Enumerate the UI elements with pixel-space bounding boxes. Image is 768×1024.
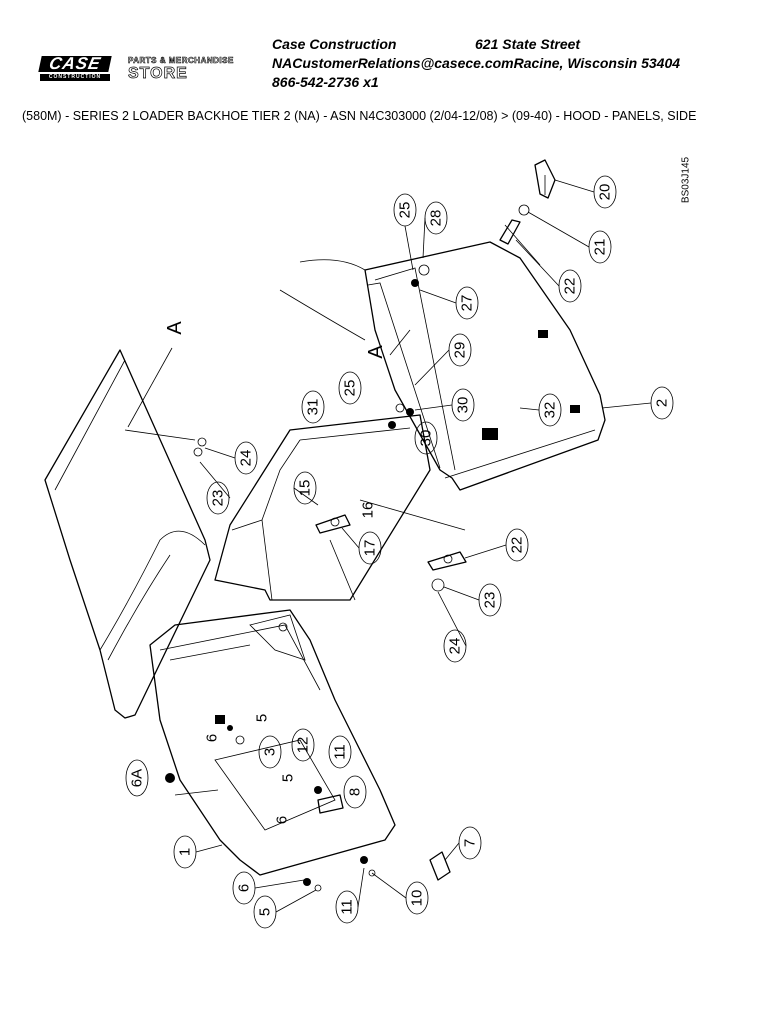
svg-text:1: 1 [177,848,194,856]
svg-text:28: 28 [428,210,445,227]
callout-32: 32 [538,393,562,427]
callout-31: 31 [301,390,325,424]
svg-text:24: 24 [238,450,255,467]
callout-2: 2 [650,386,674,420]
store-logo-line2: STORE [128,65,188,82]
hardware-items [165,159,556,892]
svg-text:6: 6 [236,884,253,892]
svg-text:32: 32 [542,402,559,419]
company-name: Case Construction [272,36,397,52]
callout-6-bottom: 6 [232,871,256,905]
callout-8: 8 [343,775,367,809]
callout-15: 17 [358,531,382,565]
callout-24-mid: 25 [338,371,362,405]
svg-text:12: 12 [295,737,312,754]
store-logo-line1: PARTS & MERCHANDISE [128,56,234,66]
callout-1: 1 [173,835,197,869]
svg-text:21: 21 [592,239,609,256]
svg-text:25: 25 [397,202,414,219]
svg-text:8: 8 [347,788,364,796]
callout-12: 12 [291,728,315,762]
street-address: 621 State Street [475,36,581,52]
leader-lines [124,175,546,796]
callout-arrows [195,179,652,913]
svg-text:2: 2 [654,399,671,407]
svg-text:15: 15 [297,480,314,497]
svg-text:23: 23 [210,490,227,507]
email-city: NACustomerRelations@casece.comRacine, Wi… [272,55,681,71]
callout-28: 29 [448,333,472,367]
svg-text:7: 7 [462,839,479,847]
svg-text:11: 11 [332,744,349,760]
callout-14: 16 [360,502,377,519]
part-1-left-side-panel [149,609,396,876]
svg-text:27: 27 [459,295,476,312]
svg-text:31: 31 [305,399,322,416]
section-marker-a-right: A [365,345,387,359]
callout-11-bottom: 11 [335,890,359,924]
callout-5-top: 5 [254,714,271,722]
svg-text:11: 11 [339,899,356,915]
svg-text:25: 25 [342,380,359,397]
part-2-right-side-panel [279,241,606,491]
callout-10: 10 [405,881,429,915]
svg-text:23: 23 [482,592,499,609]
callout-16: 20 [593,175,617,209]
svg-text:29: 29 [452,342,469,359]
callout-5-mid: 5 [280,774,297,782]
callout-19: 22 [505,528,529,562]
svg-text:30: 30 [455,397,472,414]
breadcrumb: (580M) - SERIES 2 LOADER BACKHOE TIER 2 … [22,109,697,123]
callout-5-bottom: 5 [253,895,277,929]
callout-29: 30 [451,388,475,422]
svg-text:16: 16 [360,502,377,519]
svg-text:22: 22 [509,537,526,554]
svg-text:A: A [365,345,387,359]
svg-text:6: 6 [204,734,221,742]
callout-7: 7 [458,826,482,860]
svg-text:5: 5 [257,908,274,916]
callout-11-top: 11 [328,735,352,769]
svg-text:6A: 6A [129,769,146,787]
svg-text:3: 3 [262,748,279,756]
callout-30: 30 [414,421,438,455]
svg-text:30: 30 [418,430,435,447]
callout-6A: 6A [125,759,149,797]
callout-3: 3 [258,735,282,769]
callout-24-top: 25 [393,193,417,227]
svg-text:5: 5 [254,714,271,722]
callout-25: 27 [455,286,479,320]
svg-text:17: 17 [362,540,379,557]
callout-27: 28 [424,201,448,235]
case-construction-logo: CASE CONSTRUCTION [38,54,112,82]
diagram-ref-code: BS03J145 [681,156,692,203]
callout-13: 15 [293,471,317,505]
callout-22: 23 [206,481,230,515]
callout-18: 22 [558,269,582,303]
svg-text:22: 22 [562,278,579,295]
part-31-inner-frame [214,414,431,601]
svg-text:24: 24 [447,638,464,655]
hood-side-strip [44,349,211,719]
phone-number: 866-542-2736 x1 [272,74,379,90]
callout-labels: 20 21 22 25 28 27 29 30 32 2 25 31 30 24… [125,175,674,929]
callout-6-mid: 6 [274,816,291,824]
svg-text:5: 5 [280,774,297,782]
case-logo-subtext: CONSTRUCTION [40,74,110,81]
callout-21: 24 [443,629,467,663]
svg-text:A: A [164,321,186,335]
callout-20: 23 [478,583,502,617]
svg-text:20: 20 [597,184,614,201]
callout-17: 21 [588,230,612,264]
callout-6-top: 6 [204,734,221,742]
svg-text:10: 10 [409,890,426,907]
callout-23: 24 [234,441,258,475]
svg-text:6: 6 [274,816,291,824]
parts-store-logo: PARTS & MERCHANDISE STORE [128,56,268,82]
section-marker-a-left: A [164,321,186,335]
